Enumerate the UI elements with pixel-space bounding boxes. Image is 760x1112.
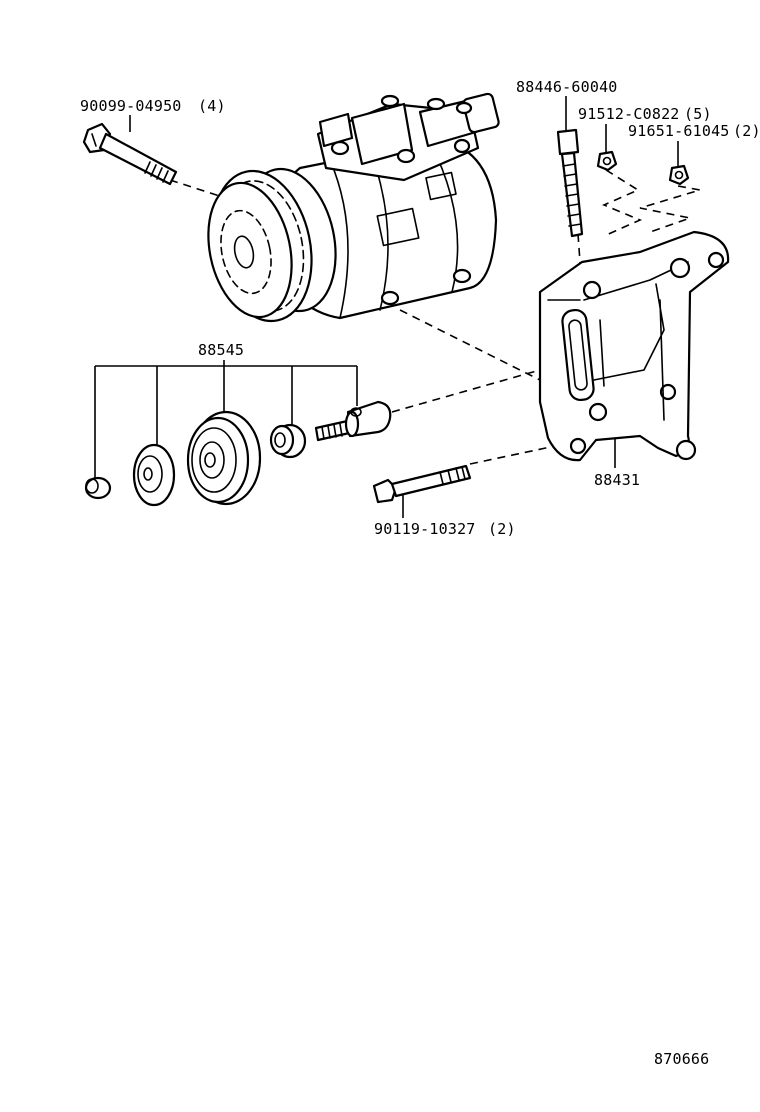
label-figure-number: 870666 <box>654 1050 709 1068</box>
stud-bolt-88446-60040 <box>556 128 584 238</box>
label-bolt-compressor-qty: (4) <box>198 97 226 115</box>
label-stud-bolt: 88446-60040 <box>516 78 618 96</box>
leader-lines <box>94 96 679 518</box>
nut-91512-c0822 <box>596 150 618 172</box>
ac-compressor <box>207 92 500 323</box>
label-bolt-bracket-qty: (2) <box>488 520 516 538</box>
idler-pulley-assy-88545 <box>84 400 392 507</box>
label-idler-pulley-assy: 88545 <box>198 341 244 359</box>
label-nut-b: 91651-61045 <box>628 122 730 140</box>
bolt-90099-04950 <box>82 122 178 186</box>
label-bolt-compressor: 90099-04950 <box>80 97 182 115</box>
label-bolt-bracket: 90119-10327 <box>374 520 476 538</box>
bolt-90119-10327 <box>372 464 472 504</box>
idler-shaft <box>314 400 392 442</box>
label-nut-b-qty: (2) <box>733 122 760 140</box>
idler-pulley <box>186 410 262 506</box>
nut-91651-61045 <box>668 164 690 186</box>
label-bracket: 88431 <box>594 471 640 489</box>
label-nut-a: 91512-C0822 <box>578 105 680 123</box>
bracket-88431 <box>538 230 730 462</box>
idler-nut <box>84 476 112 500</box>
idler-washer <box>132 443 176 507</box>
label-nut-a-qty: (5) <box>684 105 712 123</box>
idler-spacer <box>269 423 307 459</box>
